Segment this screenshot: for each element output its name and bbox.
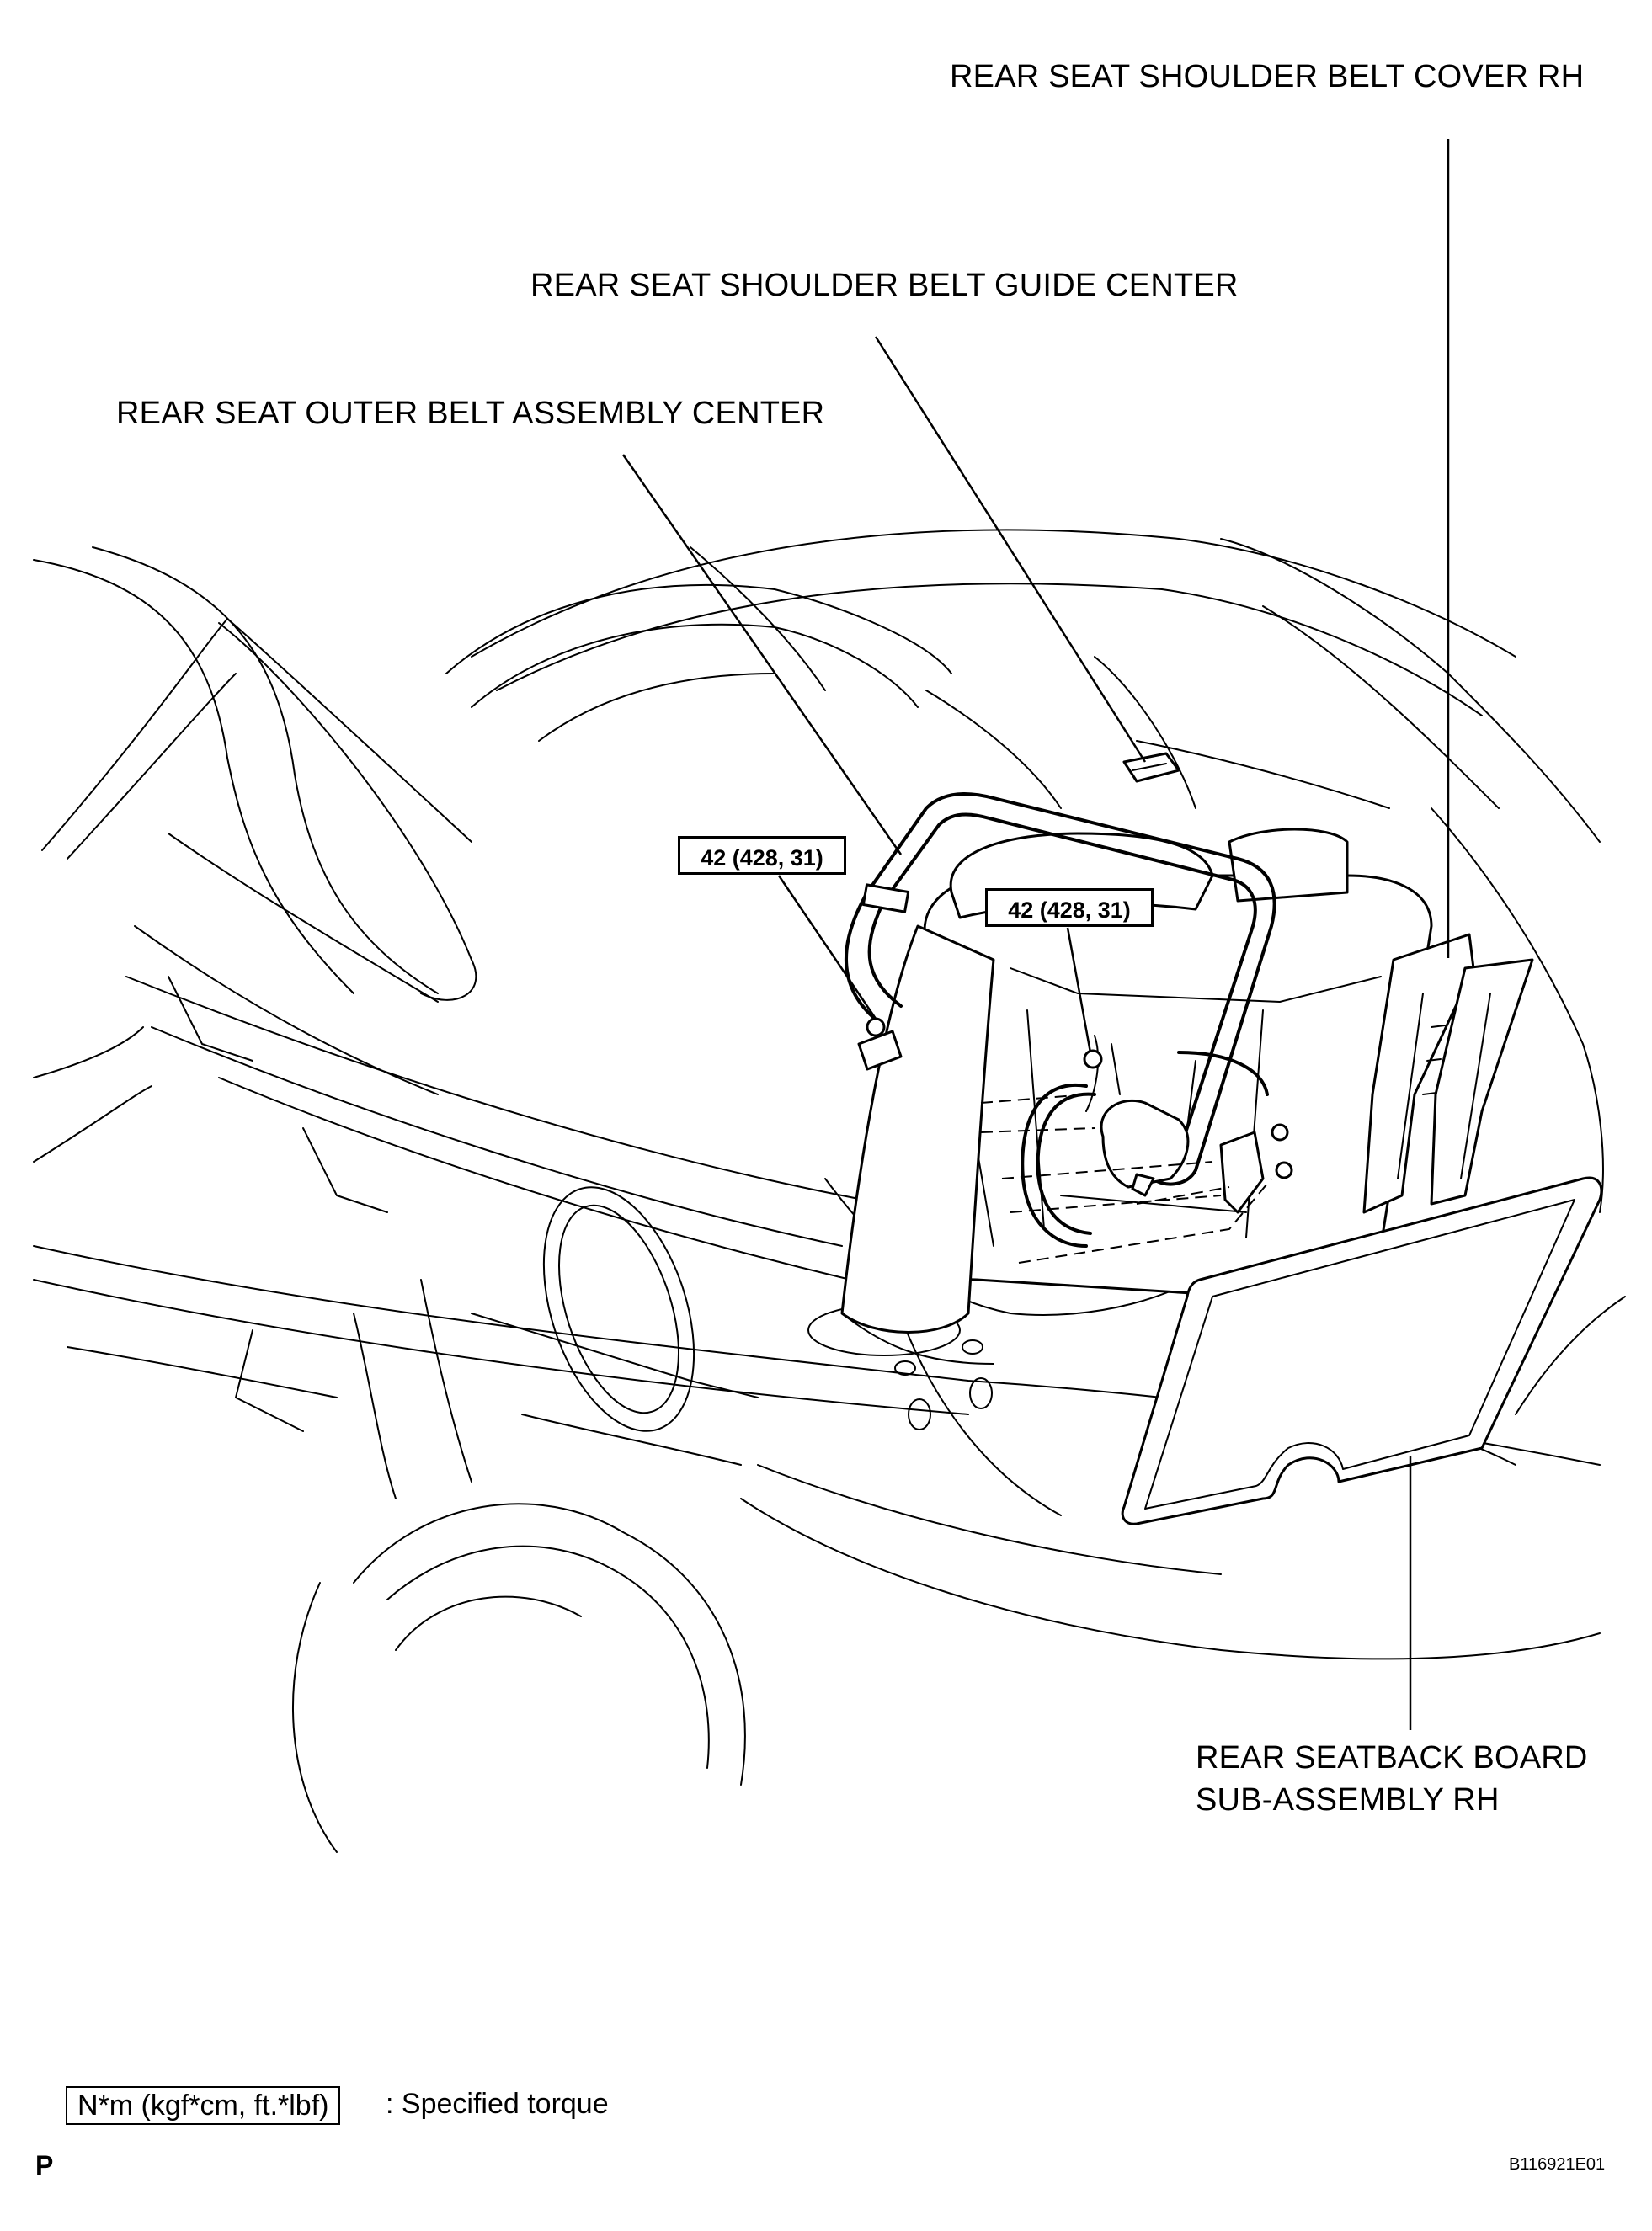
legend-description: : Specified torque — [386, 2088, 609, 2120]
torque-callout-upper-anchor: 42 (428, 31) — [678, 836, 846, 875]
seatback-frame — [840, 828, 1433, 1334]
outer-belt-webbing — [844, 792, 1276, 1186]
label-shoulder-belt-cover: REAR SEAT SHOULDER BELT COVER RH — [950, 59, 1585, 94]
label-seatback-board-line2: SUB-ASSEMBLY RH — [1196, 1782, 1500, 1818]
figure-reference-id: B116921E01 — [1509, 2155, 1606, 2174]
seatback-board-part — [1121, 1176, 1603, 1525]
torque-callout-retractor: 42 (428, 31) — [985, 888, 1154, 927]
legend-torque-unit-box: N*m (kgf*cm, ft.*lbf) — [66, 2086, 341, 2125]
label-shoulder-belt-guide: REAR SEAT SHOULDER BELT GUIDE CENTER — [530, 268, 1239, 303]
label-seatback-board-line1: REAR SEATBACK BOARD — [1196, 1740, 1588, 1776]
leader-lines — [621, 139, 1450, 1730]
shoulder-belt-cover-part — [1362, 933, 1534, 1214]
label-outer-belt-assembly: REAR SEAT OUTER BELT ASSEMBLY CENTER — [116, 396, 825, 431]
shoulder-belt-guide-part — [1122, 752, 1180, 783]
retractor-assembly — [980, 1049, 1293, 1264]
page-corner-letter: P — [35, 2150, 54, 2180]
